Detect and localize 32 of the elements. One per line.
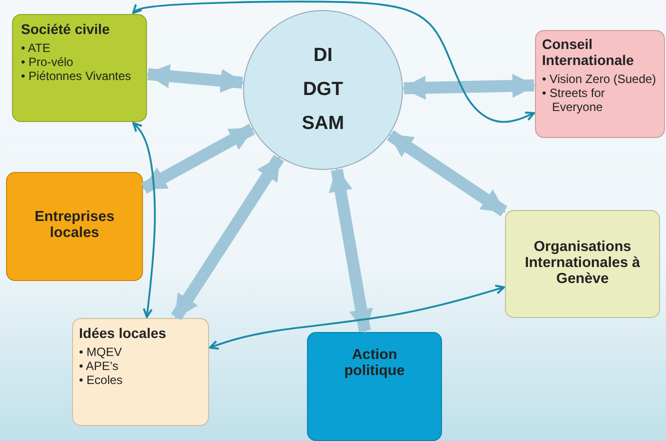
- box-heading: Société civile: [21, 21, 111, 37]
- circle-label: DI: [314, 45, 332, 67]
- group-box: [535, 30, 665, 138]
- group-box: [505, 210, 660, 318]
- group-box: [6, 172, 143, 281]
- arrow: [386, 130, 508, 216]
- arrow: [141, 124, 255, 194]
- bullet-item: • Ecoles: [79, 373, 124, 387]
- bullet-item: • ATE: [21, 41, 52, 55]
- box-heading: Idées locales: [79, 325, 168, 341]
- arrow: [328, 167, 373, 334]
- box-heading: Conseil Internationale: [542, 36, 635, 68]
- bullet-item: • Pro-vélo: [21, 55, 74, 69]
- bullet-item: • MQEV: [79, 345, 123, 359]
- group-box: [72, 318, 209, 426]
- circle-label: DGT: [302, 79, 344, 101]
- bullet-item: • Streets for Everyone: [542, 86, 606, 114]
- group-box: [12, 14, 147, 122]
- circle-label: SAM: [302, 113, 344, 135]
- arrow: [171, 154, 284, 320]
- arrow: [146, 64, 245, 93]
- arrow: [209, 284, 505, 350]
- box-heading: Entreprises locales: [34, 209, 116, 241]
- arrow: [402, 74, 536, 100]
- bullet-item: • Piétonnes Vivantes: [21, 69, 132, 83]
- arrow: [132, 122, 156, 318]
- bullet-item: • APE’s: [79, 359, 120, 373]
- group-box: [307, 332, 442, 441]
- arrow: [132, 0, 535, 123]
- bullet-item: • Vision Zero (Suede): [542, 72, 658, 86]
- box-heading: Action politique: [343, 347, 406, 379]
- box-heading: Organisations Internationales à Genève: [524, 239, 642, 287]
